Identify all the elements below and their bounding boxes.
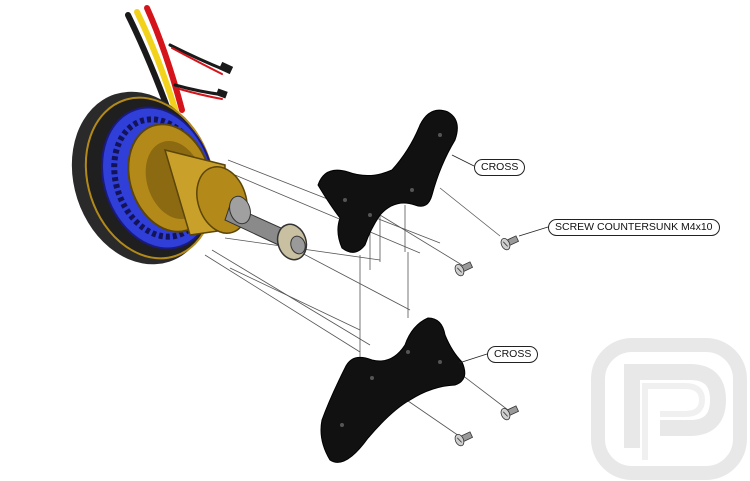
watermark-logo xyxy=(591,338,747,480)
leader-lines xyxy=(451,154,549,364)
lower-cross-plate xyxy=(320,317,466,463)
callout-cross-lower: CROSS xyxy=(487,346,539,363)
screw-lower-left xyxy=(454,431,474,447)
brushless-motor xyxy=(71,5,308,265)
screw-lower-right xyxy=(500,405,520,421)
assembly-guide-lines xyxy=(204,159,509,439)
screw-upper-right xyxy=(500,235,520,251)
countersunk-screws xyxy=(454,235,520,447)
callout-screw-countersunk: SCREW COUNTERSUNK M4x10 xyxy=(548,219,720,236)
upper-cross-plate xyxy=(317,109,458,253)
screw-upper-left xyxy=(454,261,474,277)
callout-cross-upper: CROSS xyxy=(474,159,526,176)
